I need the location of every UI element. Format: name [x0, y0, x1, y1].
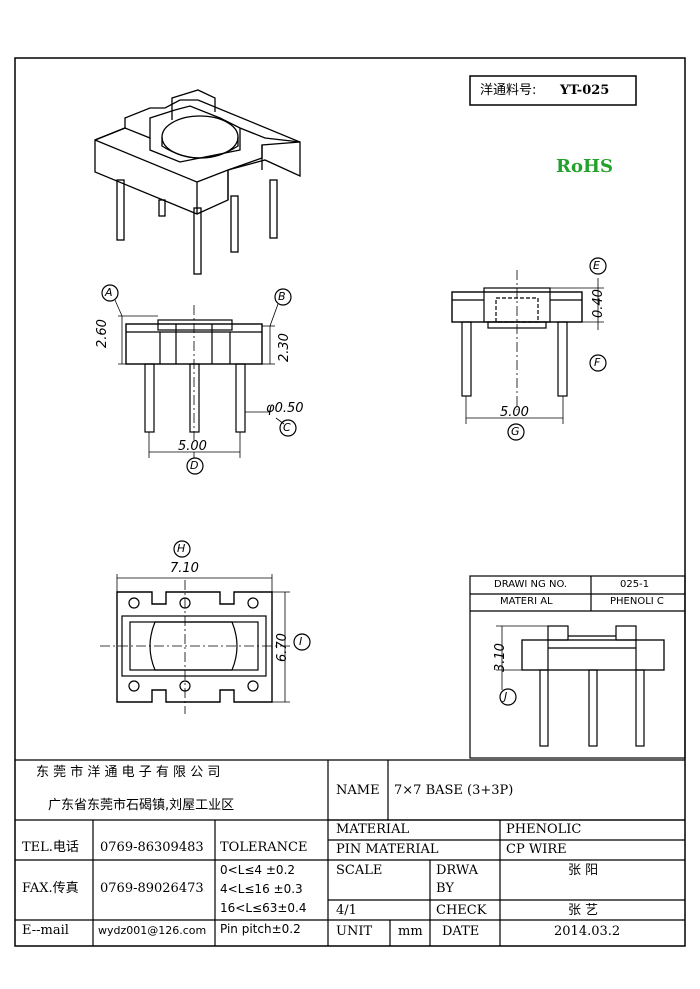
top-view: [100, 540, 311, 714]
tolerance-row-1: 0<L≤4 ±0.2: [220, 863, 296, 877]
dim-value-j: 3.10: [493, 643, 508, 672]
tolerance-label: TOLERANCE: [220, 840, 308, 855]
dim-value-a: 2.60: [95, 319, 110, 348]
dim-value-e: 0.40: [591, 289, 606, 318]
check-label: CHECK: [436, 903, 487, 918]
side-view: [451, 257, 607, 441]
inset-drawing: [469, 575, 686, 759]
pin-material-value: CP WIRE: [506, 842, 567, 857]
checker-value: 张 艺: [568, 903, 599, 918]
dim-label-j: J: [504, 690, 508, 703]
dim-value-h: 7.10: [170, 561, 199, 576]
fax-label: FAX.传真: [22, 881, 79, 896]
dim-label-h: H: [177, 542, 186, 555]
dim-label-e: E: [593, 259, 600, 272]
unit-label: UNIT: [336, 924, 373, 939]
tolerance-row-3: 16<L≤63±0.4: [220, 901, 307, 915]
inset-drawing-no-label: DRAWI NG NO.: [494, 579, 568, 590]
unit-value: mm: [398, 924, 423, 939]
pin-material-label: PIN MATERIAL: [336, 842, 439, 857]
company-address: 广东省东莞市石碣镇,刘屋工业区: [48, 798, 235, 813]
material-label: MATERIAL: [336, 822, 410, 837]
dim-label-g: G: [511, 425, 520, 438]
material-value: PHENOLIC: [506, 822, 582, 837]
drawn-by-label-2: BY: [436, 881, 454, 896]
scale-value: 4/1: [336, 903, 357, 918]
drawn-by-label-1: DRWA: [436, 863, 479, 878]
drawn-by-value: 张 阳: [568, 863, 599, 878]
company-name: 东 莞 市 洋 通 电 子 有 限 公 司: [36, 765, 221, 780]
dim-value-b: 2.30: [277, 333, 292, 362]
title-block-grid: [15, 759, 685, 946]
email-label: E--mail: [22, 923, 69, 938]
tel-value: 0769-86309483: [100, 840, 204, 855]
inset-drawing-no: 025-1: [620, 579, 650, 590]
tolerance-row-2: 4<L≤16 ±0.3: [220, 882, 303, 896]
rohs-mark: RoHS: [556, 156, 613, 177]
scale-label: SCALE: [336, 863, 383, 878]
front-view: [101, 284, 297, 475]
tel-label: TEL.电话: [22, 840, 79, 855]
part-number: YT-025: [560, 83, 610, 98]
email-value: wydz001@126.com: [98, 924, 207, 937]
tolerance-row-4: Pin pitch±0.2: [220, 922, 301, 936]
date-label: DATE: [442, 924, 480, 939]
part-number-box: [469, 75, 637, 106]
date-value: 2014.03.2: [554, 924, 621, 939]
inset-material-label: MATERI AL: [500, 596, 553, 607]
dim-value-d: 5.00: [178, 439, 207, 454]
dim-label-b: B: [278, 290, 286, 303]
sheet-border: [14, 57, 686, 947]
name-label: NAME: [336, 783, 380, 798]
part-number-label: 洋通料号:: [480, 83, 537, 98]
name-value: 7×7 BASE (3+3P): [394, 783, 514, 798]
dim-label-i: I: [299, 635, 303, 648]
dim-value-i: 6.70: [275, 633, 290, 662]
fax-value: 0769-89026473: [100, 881, 204, 896]
inset-material: PHENOLI C: [610, 596, 664, 607]
isometric-view: [94, 89, 301, 275]
dim-label-f: F: [594, 356, 601, 369]
dim-label-a: A: [105, 286, 113, 299]
dim-value-c: φ0.50: [266, 401, 304, 416]
dim-label-c: C: [283, 421, 291, 434]
dim-label-d: D: [190, 459, 199, 472]
dim-value-g: 5.00: [500, 405, 529, 420]
